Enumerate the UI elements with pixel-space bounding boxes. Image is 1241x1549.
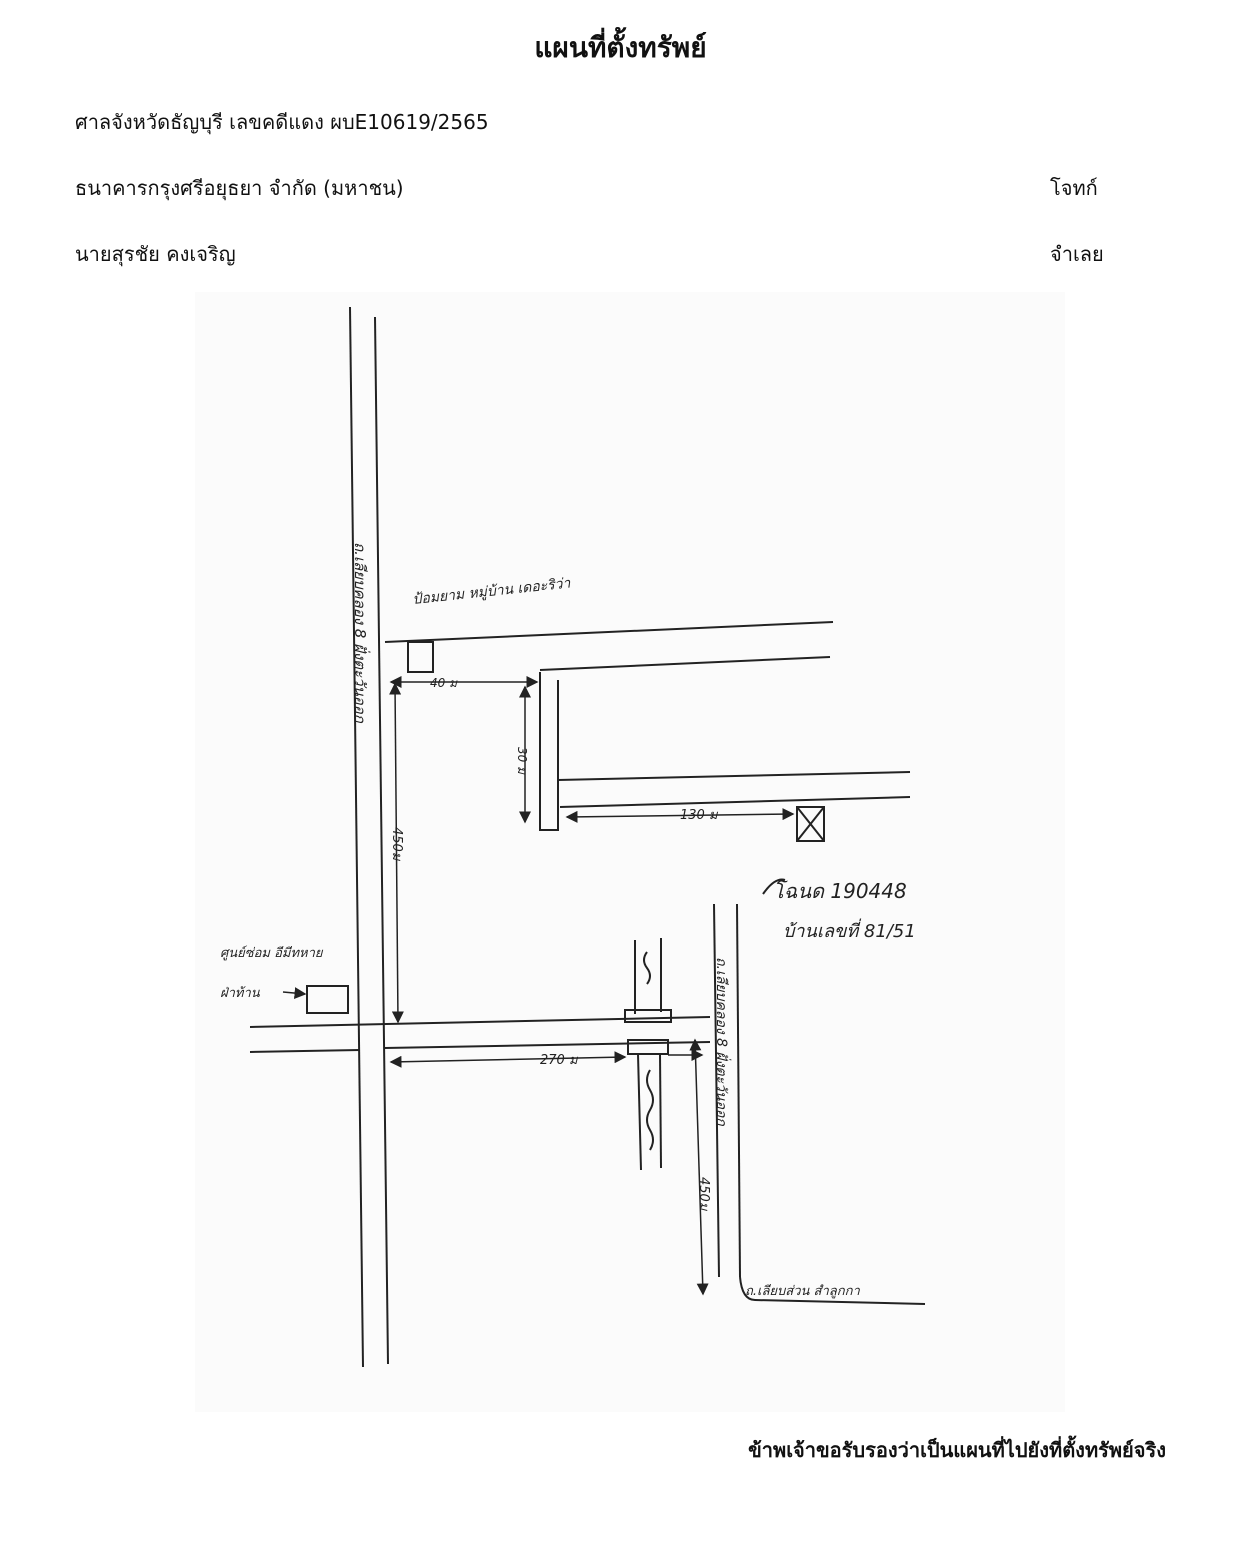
inner-soi-vertical	[539, 672, 559, 831]
canal-bottom-left	[637, 1053, 642, 1171]
main-road-label: ถ.เลียบคลอง 8 ฝั่งตะวันออก	[351, 542, 371, 724]
certification-text: ข้าพเจ้าขอรับรองว่าเป็นแผนที่ไปยังที่ตั้…	[748, 1438, 1166, 1462]
bottom-road-label: ถ.เลียบส่วน สำลูกกา	[745, 1283, 860, 1299]
lower-road-lower-edge	[384, 1041, 711, 1049]
dim-450m-left-line	[389, 682, 404, 1024]
defendant-name: นายสุรชัย คงเจริญ	[75, 242, 236, 266]
canal-water-bottom	[646, 1069, 654, 1151]
plaintiff-name: ธนาคารกรุงศรีอยุธยา จำกัด (มหาชน)	[75, 176, 404, 200]
tire-shop-label: ฝ่าท้าน	[220, 986, 261, 1001]
dim-270m-line	[389, 1051, 627, 1068]
inner-block-lower-edge	[557, 771, 911, 781]
hand-drawn-map: ถ.เลียบคลอง 8 ฝั่งตะวันออก ป้อมยาม หมู่บ…	[195, 292, 1065, 1412]
bottom-road-upper-edge	[739, 1276, 926, 1305]
dist-270-label: 270 ม	[540, 1053, 579, 1068]
service-center-box	[306, 985, 349, 1014]
right-road-right-edge	[736, 903, 741, 1278]
lower-road-upper-edge	[249, 1016, 711, 1028]
defendant-role: จำเลย	[1050, 242, 1104, 266]
map-drawing: ถ.เลียบคลอง 8 ฝั่งตะวันออก ป้อมยาม หมู่บ…	[220, 306, 926, 1368]
canal-bridge-top	[624, 1009, 672, 1023]
canal-bridge-bottom	[627, 1039, 669, 1055]
dist-130-label: 130 ม	[680, 808, 719, 823]
guard-booth	[407, 641, 434, 673]
dist-450a-label: 450ม	[389, 827, 404, 862]
lower-road-label: ถ.เลียบคลอง 8 ฝั่งตะวันออก	[713, 957, 732, 1127]
case-info: ศาลจังหวัดธัญบุรี เลขคดีแดง ผบE10619/256…	[75, 110, 489, 134]
deed-label: โฉนด 190448	[773, 879, 907, 903]
dim-450m-right-line	[689, 1038, 709, 1296]
house-number-label: บ้านเลขที่ 81/51	[783, 918, 916, 942]
top-soi-upper-edge	[384, 621, 834, 643]
top-soi-lower-edge	[539, 656, 831, 671]
dist-30-label: 30 ม	[515, 747, 529, 775]
service-center-arrow	[282, 987, 307, 1000]
canal-bottom-right	[659, 1053, 662, 1169]
main-road-right-edge	[374, 316, 389, 1365]
deed-pointer	[762, 878, 786, 895]
service-center-label: ศูนย์ซ่อม อีมีทหาย	[220, 945, 324, 961]
document-title: แผนที่ตั้งทรัพย์	[534, 31, 707, 64]
main-road-left-edge	[349, 306, 364, 1368]
dist-40-label: 40 ม	[430, 676, 458, 690]
plaintiff-role: โจทก์	[1050, 176, 1098, 200]
police-box-label: ป้อมยาม หมู่บ้าน เดอะริว่า	[412, 575, 572, 608]
dist-450b-label: 450ม	[696, 1177, 711, 1212]
right-road-left-edge	[713, 903, 720, 1278]
dim-130m-line	[565, 808, 795, 823]
canal-water-top	[643, 951, 651, 985]
house-soi-upper-edge	[559, 796, 911, 808]
house-marker	[796, 806, 825, 842]
